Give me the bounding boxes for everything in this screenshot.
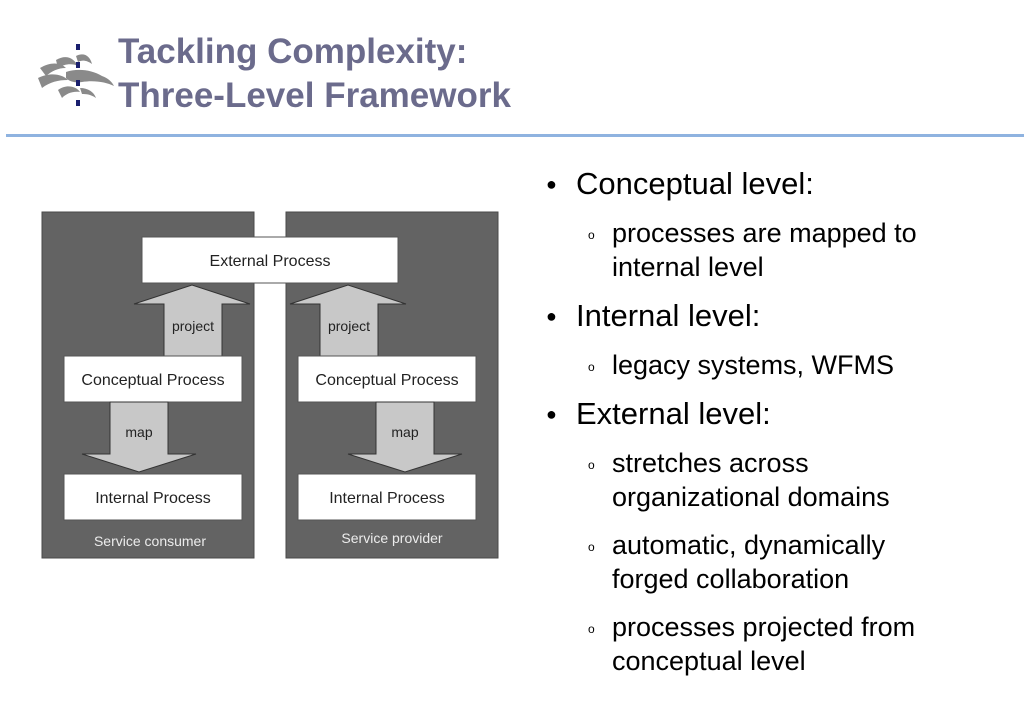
- provider-project-arrow: [289, 284, 407, 357]
- hollow-bullet-icon: o: [588, 622, 595, 636]
- title-line-2: Three-Level Framework: [118, 76, 511, 115]
- hollow-bullet-icon: o: [588, 540, 595, 554]
- bullet-dot-icon: ●: [546, 174, 557, 194]
- bullet-list: ● Conceptual level: o processes are mapp…: [540, 166, 1020, 692]
- consumer-map-label: map: [125, 424, 152, 440]
- provider-map-label: map: [391, 424, 418, 440]
- slide-title: Tackling Complexity: Three-Level Framewo…: [118, 30, 511, 118]
- consumer-conceptual-label: Conceptual Process: [81, 372, 224, 389]
- sub-bullet-conceptual-1: o processes are mapped to internal level: [588, 218, 917, 282]
- consumer-project-label: project: [172, 318, 214, 334]
- bullet-conceptual-level: ● Conceptual level:: [546, 166, 814, 201]
- provider-map-arrow: [347, 401, 463, 473]
- university-logo-icon: [38, 44, 114, 106]
- bullet-external-level: ● External level:: [546, 396, 771, 431]
- provider-project-label: project: [328, 318, 370, 334]
- consumer-caption: Service consumer: [94, 533, 206, 549]
- sub-bullet-internal-1: o legacy systems, WFMS: [540, 348, 1020, 382]
- provider-conceptual-label: Conceptual Process: [315, 372, 458, 389]
- sub-bullet-external-2: o automatic, dynamically forged collabor…: [588, 530, 886, 594]
- provider-caption: Service provider: [341, 530, 442, 546]
- external-process-box: [141, 236, 399, 284]
- hollow-bullet-icon: o: [588, 458, 595, 472]
- hollow-bullet-icon: o: [588, 360, 595, 374]
- bullet-dot-icon: ●: [546, 306, 557, 326]
- provider-internal-label: Internal Process: [329, 490, 445, 507]
- sub-bullet-external-3: o processes projected from conceptual le…: [588, 612, 916, 676]
- provider-internal-box: [297, 473, 477, 521]
- consumer-map-arrow: [81, 401, 197, 473]
- hollow-bullet-icon: o: [588, 228, 595, 242]
- consumer-project-arrow: [133, 284, 251, 357]
- bullet-internal-level: ● Internal level:: [546, 298, 761, 333]
- consumer-internal-label: Internal Process: [95, 490, 211, 507]
- bullet-dot-icon: ●: [546, 404, 557, 424]
- three-level-diagram: External Process project project Concept…: [41, 211, 499, 559]
- external-process-label: External Process: [210, 253, 331, 270]
- consumer-internal-box: [63, 473, 243, 521]
- sub-bullet-external-1: o stretches across organizational domain…: [588, 448, 890, 512]
- title-line-1: Tackling Complexity:: [118, 32, 468, 71]
- header-divider: [6, 134, 1024, 137]
